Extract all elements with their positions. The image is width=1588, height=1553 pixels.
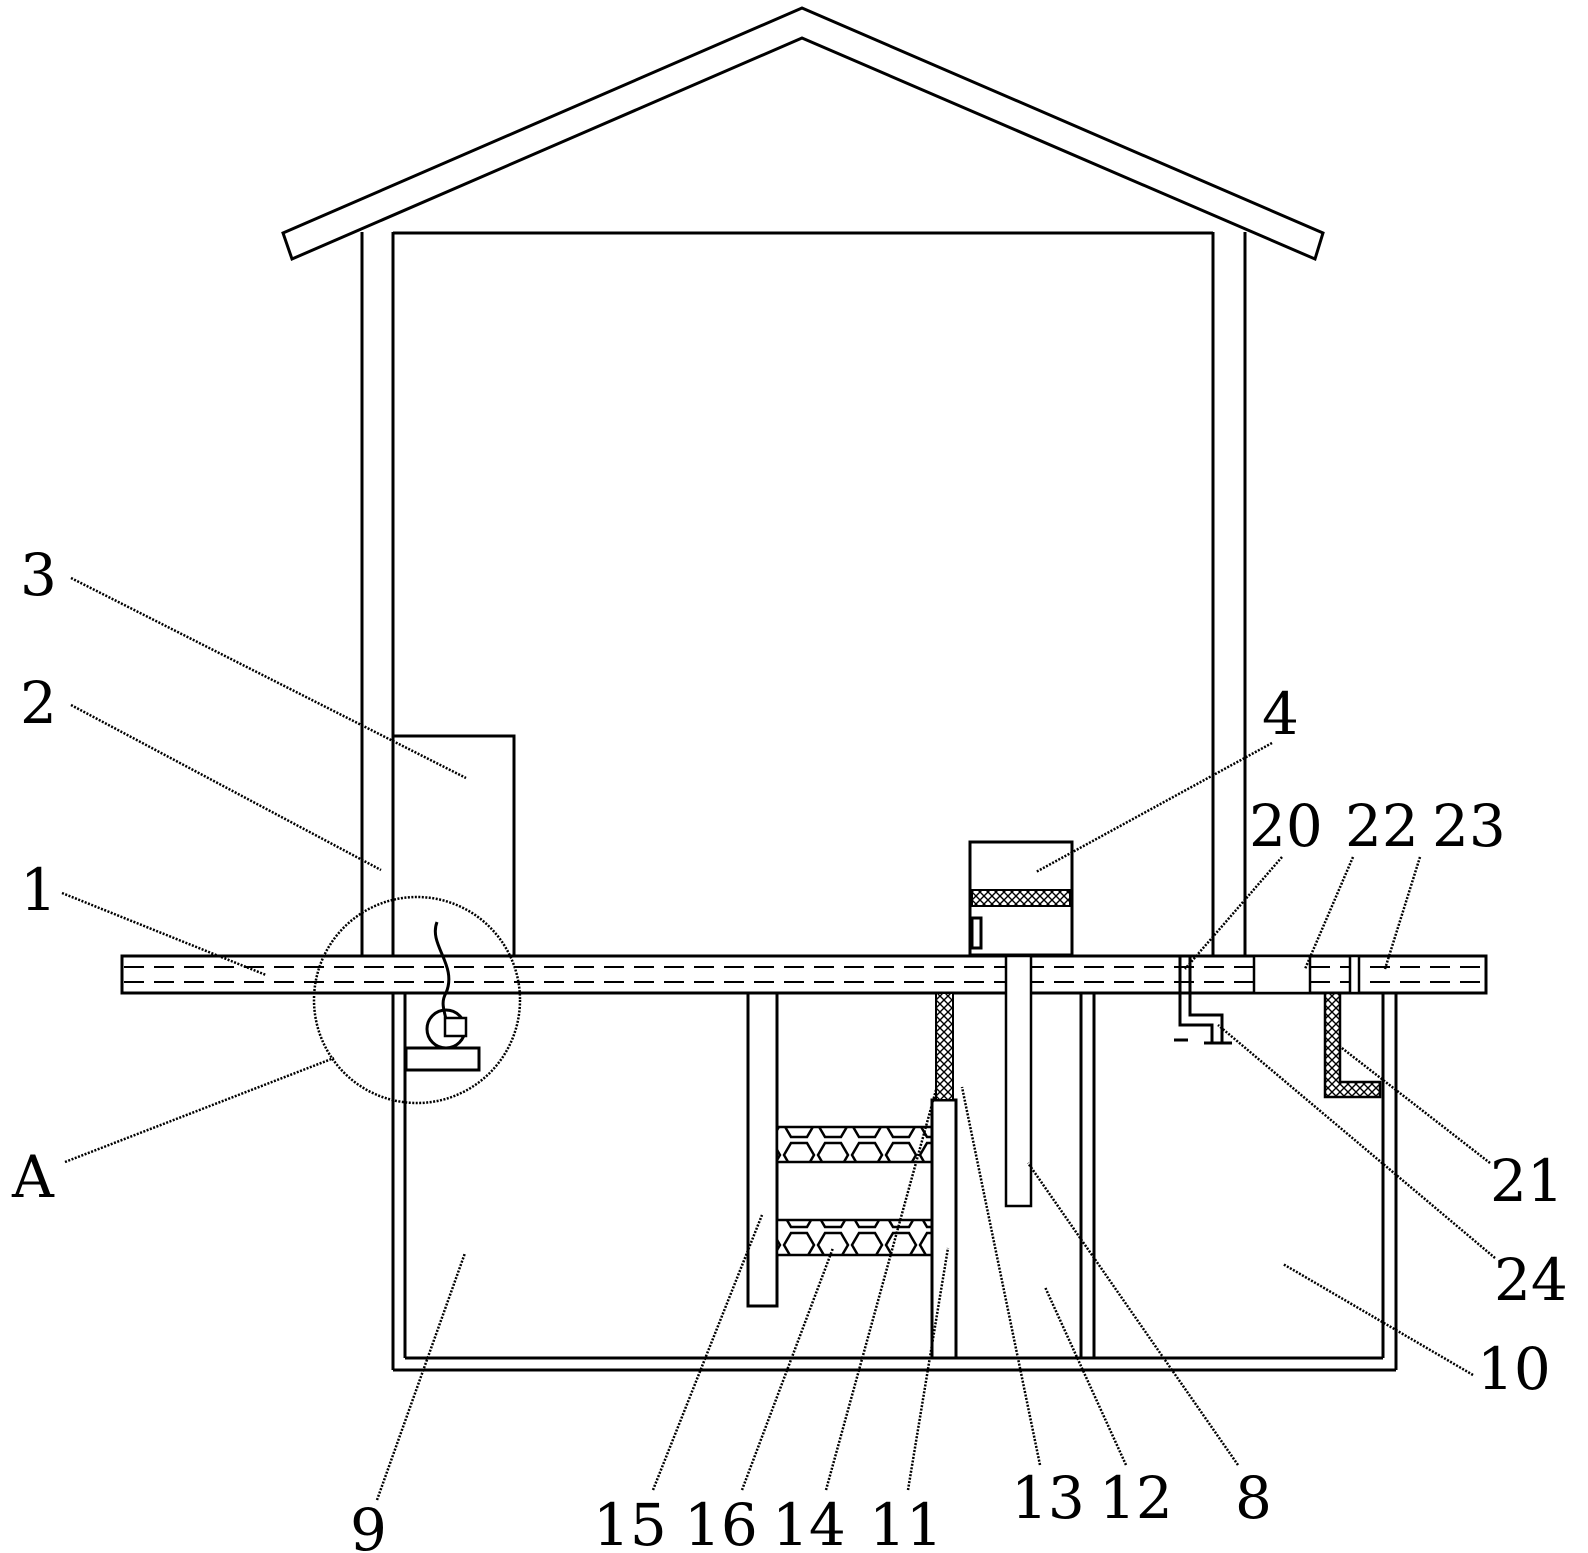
pipe-8 xyxy=(1004,954,1033,1208)
label-11: 11 xyxy=(869,1491,943,1553)
label-22: 22 xyxy=(1345,792,1419,860)
house-walls xyxy=(360,231,1247,955)
label-20: 20 xyxy=(1249,792,1323,860)
pipe-20 xyxy=(1174,956,1232,1045)
bracket-21 xyxy=(1323,991,1382,1099)
label-9: 9 xyxy=(350,1496,387,1553)
callout-labels: 3 2 1 A 4 20 22 23 21 24 10 9 15 16 14 1… xyxy=(11,541,1568,1553)
detail-a-mechanism xyxy=(404,921,481,1072)
label-13: 13 xyxy=(1011,1464,1085,1532)
label-15: 15 xyxy=(593,1491,667,1553)
leader-lines xyxy=(61,576,1496,1501)
device-4 xyxy=(968,840,1074,957)
partition-11 xyxy=(930,992,958,1360)
label-16: 16 xyxy=(684,1491,758,1553)
floor-slab xyxy=(120,954,1488,995)
label-21: 21 xyxy=(1490,1147,1564,1215)
baffle-15 xyxy=(746,991,779,1308)
label-14: 14 xyxy=(772,1491,846,1553)
cabinet-3 xyxy=(393,734,516,955)
filter-layers-16 xyxy=(775,1125,934,1257)
roof xyxy=(281,6,1325,262)
label-2: 2 xyxy=(20,669,57,737)
label-10: 10 xyxy=(1477,1335,1551,1403)
detail-circle-a xyxy=(312,895,522,1105)
label-3: 3 xyxy=(20,541,57,609)
label-1: 1 xyxy=(20,856,57,924)
label-12: 12 xyxy=(1099,1464,1173,1532)
label-24: 24 xyxy=(1494,1246,1568,1314)
label-a: A xyxy=(11,1143,55,1211)
label-8: 8 xyxy=(1235,1464,1272,1532)
label-23: 23 xyxy=(1432,792,1506,860)
underground-tank xyxy=(391,993,1398,1372)
label-4: 4 xyxy=(1262,680,1299,748)
